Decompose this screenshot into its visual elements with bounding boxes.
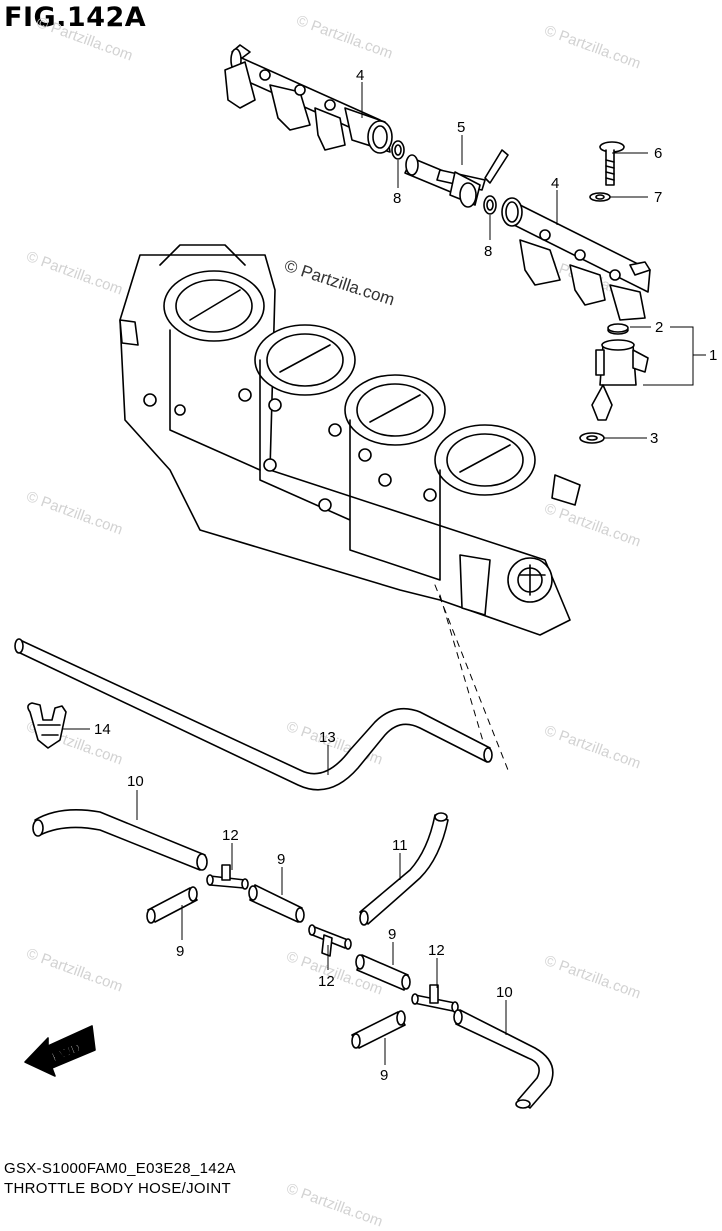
fuel-injector [591,325,649,421]
figure-title: FIG.142A [4,2,147,33]
callout-2: 2 [655,319,663,336]
fuel-pipe-joint [404,149,509,208]
callouts: 4 5 8 8 6 7 4 2 1 3 14 13 10 12 9 9 11 1… [94,67,717,1084]
fuel-delivery-pipe-lower [501,197,651,321]
leader-lines [62,82,706,1065]
callout-4-lower: 4 [551,175,559,192]
o-ring [607,323,629,333]
callout-14: 14 [94,721,111,738]
callout-12-lower: 12 [428,942,445,959]
vacuum-hose-right [359,812,449,926]
callout-1: 1 [709,347,717,364]
t-joint [206,864,249,890]
hose-clamp [27,702,67,749]
o-ring [391,140,405,160]
callout-4-upper: 4 [356,67,364,84]
callout-9-right: 9 [388,926,396,943]
callout-9-bottom: 9 [380,1067,388,1084]
bolt [599,141,625,186]
callout-8-right: 8 [484,243,492,260]
callout-8-left: 8 [393,190,401,207]
washer [589,192,611,202]
callout-10-upper: 10 [127,773,144,790]
forward-arrow-icon: FWD [24,1025,96,1077]
callout-5: 5 [457,119,465,136]
callout-12-upper: 12 [222,827,239,844]
short-hose [146,886,198,924]
short-hose [248,884,305,923]
t-joint [308,924,352,957]
long-vacuum-hose [14,638,493,791]
leader-wedge [434,584,509,771]
callout-7: 7 [654,189,662,206]
callout-9-middle: 9 [277,851,285,868]
short-hose [351,1010,406,1049]
callout-9-left: 9 [176,943,184,960]
figure-code: GSX-S1000FAM0_E03E28_142A [4,1160,236,1177]
fuel-delivery-pipe-upper [224,44,393,154]
o-ring [483,195,497,215]
t-joint [411,984,459,1013]
figure-caption: THROTTLE BODY HOSE/JOINT [4,1180,231,1197]
callout-11: 11 [392,837,408,854]
callout-12-middle: 12 [318,973,335,990]
callout-13: 13 [319,729,336,746]
callout-10-lower: 10 [496,984,513,1001]
o-ring [579,432,605,444]
vacuum-hose-left [32,808,208,871]
parts-diagram: FWD 4 5 8 8 6 7 4 2 1 3 [14,44,717,1109]
vacuum-hose-lower [453,1009,554,1109]
short-hose [355,954,411,991]
callout-3: 3 [650,430,658,447]
callout-6: 6 [654,145,662,162]
throttle-body-assembly [119,244,581,636]
